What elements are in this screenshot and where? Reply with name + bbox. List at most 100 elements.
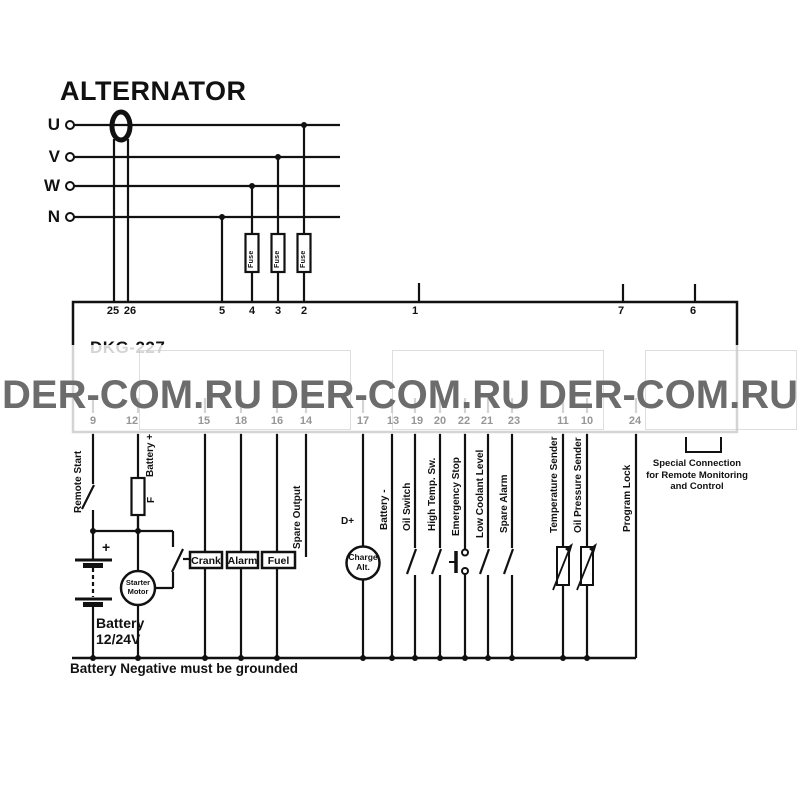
terminal-16: 16 <box>270 415 284 427</box>
alternator-title: ALTERNATOR <box>60 76 247 106</box>
terminal-23: 23 <box>507 415 521 427</box>
phase-label-u: U <box>47 115 60 134</box>
remote-start-switch-blade <box>81 484 95 510</box>
low-coolant-switch <box>478 432 491 658</box>
terminal-15: 15 <box>197 415 211 427</box>
terminal-1: 1 <box>411 305 419 317</box>
starter-motor-line1: Starter <box>125 578 151 587</box>
remote-start-label: Remote Start <box>73 450 84 513</box>
alarm-box-label: Alarm <box>227 555 258 567</box>
watermark-text-row: DER-COM.RU DER-COM.RU DER-COM.RU <box>2 372 798 418</box>
starter-motor-label: Starter Motor <box>118 578 158 596</box>
terminal-25: 25 <box>106 305 120 317</box>
spare-alarm-label: Spare Alarm <box>499 474 510 533</box>
watermark-frame <box>645 350 797 430</box>
watermark-band <box>0 345 800 434</box>
fuse-icons <box>244 232 312 274</box>
starter-motor-icon <box>119 515 157 658</box>
battery-icon <box>75 531 112 658</box>
terminal-17: 17 <box>356 415 370 427</box>
crank-box-label: Crank <box>191 555 221 567</box>
junction-dots-top <box>219 122 307 220</box>
oil-switch-label: Oil Switch <box>402 482 413 531</box>
terminal-12: 12 <box>125 415 139 427</box>
fuse-label-2: Fuse <box>274 250 281 268</box>
d-plus-label: D+ <box>341 516 355 527</box>
watermark-text: DER-COM.RU <box>2 372 262 417</box>
special-connection-line2: for Remote Monitoring <box>646 469 748 481</box>
ct-wires <box>112 139 130 302</box>
terminal-19: 19 <box>410 415 424 427</box>
terminal-21: 21 <box>480 415 494 427</box>
terminal-11: 11 <box>557 415 569 427</box>
watermark-text: DER-COM.RU <box>270 372 530 417</box>
terminal-26: 26 <box>123 305 137 317</box>
watermark-frame <box>139 350 351 430</box>
spare-output-label: Spare Output <box>292 485 303 549</box>
spare-alarm-switch <box>502 432 515 658</box>
remote-start-wire <box>81 432 95 531</box>
emergency-stop-label: Emergency Stop <box>451 457 462 536</box>
charge-alt-line2: Alt. <box>356 561 370 572</box>
top-terminal-stubs <box>417 283 697 302</box>
relay-output-wires <box>203 432 279 658</box>
ground-note: Battery Negative must be grounded <box>70 661 299 676</box>
special-connection-line1: Special Connection <box>652 458 742 469</box>
terminal-20: 20 <box>433 415 447 427</box>
spare-alarm-switch-blade <box>502 548 515 575</box>
oil-pressure-sender-icon <box>576 432 597 658</box>
terminal-24: 24 <box>628 415 642 427</box>
battery-label-line2: 12/24V <box>96 631 141 647</box>
high-temp-switch-blade <box>430 548 443 575</box>
oil-switch-blade <box>405 548 418 575</box>
terminal-5: 5 <box>218 305 226 317</box>
phase-lines <box>74 123 340 219</box>
temperature-sender-icon <box>552 432 573 658</box>
starter-motor-line2: Motor <box>127 586 149 596</box>
phase-drop-wires <box>220 125 306 302</box>
terminal-10: 10 <box>580 415 594 427</box>
special-connection-note: Special Connection for Remote Monitoring… <box>641 458 753 493</box>
special-connection-line3: and Control <box>670 481 724 492</box>
terminal-18: 18 <box>234 415 248 427</box>
charge-alt-icon <box>345 432 381 658</box>
low-coolant-label: Low Coolant Level <box>475 449 486 538</box>
high-temp-label: High Temp. Sw. <box>427 457 438 531</box>
fuse-label-1: Fuse <box>248 250 255 268</box>
relay-output-boxes <box>188 550 297 570</box>
battery-plus-sign: + <box>102 539 111 555</box>
phase-label-n: N <box>47 207 60 226</box>
watermark-frame <box>392 350 604 430</box>
terminal-22: 22 <box>457 415 471 427</box>
fuse-label-3: Fuse <box>300 250 307 268</box>
phase-label-v: V <box>48 147 60 166</box>
battery-label-line1: Battery <box>96 615 145 631</box>
junction-dots-bus <box>90 655 590 661</box>
current-transformer-icon <box>109 109 133 143</box>
fuel-box-label: Fuel <box>267 555 290 567</box>
charge-alt-line1: Charge <box>348 552 378 562</box>
temperature-sender-label: Temperature Sender <box>549 436 560 533</box>
battery-fuse-icon <box>130 476 146 517</box>
oil-switch <box>405 432 418 658</box>
oil-pressure-sender-label: Oil Pressure Sender <box>573 437 584 533</box>
start-contactor <box>155 531 190 590</box>
battery-plus-label: Battery + <box>145 433 156 477</box>
battery-fuse-label: F <box>146 496 157 503</box>
terminal-4: 4 <box>248 305 256 317</box>
terminal-2: 2 <box>300 305 308 317</box>
terminal-3: 3 <box>274 305 282 317</box>
program-lock-label: Program Lock <box>622 464 633 532</box>
start-contactor-blade <box>171 548 184 573</box>
terminal-13: 13 <box>386 415 400 427</box>
phase-label-w: W <box>43 176 60 195</box>
charge-alt-label: Charge Alt. <box>343 552 383 572</box>
alternator-terminal-circles <box>65 120 75 222</box>
watermark-text: DER-COM.RU <box>538 372 798 417</box>
special-connection-bracket <box>685 437 722 453</box>
terminal-7: 7 <box>617 305 625 317</box>
terminal-14: 14 <box>299 415 313 427</box>
low-coolant-switch-blade <box>478 548 491 575</box>
terminal-9: 9 <box>89 415 97 427</box>
